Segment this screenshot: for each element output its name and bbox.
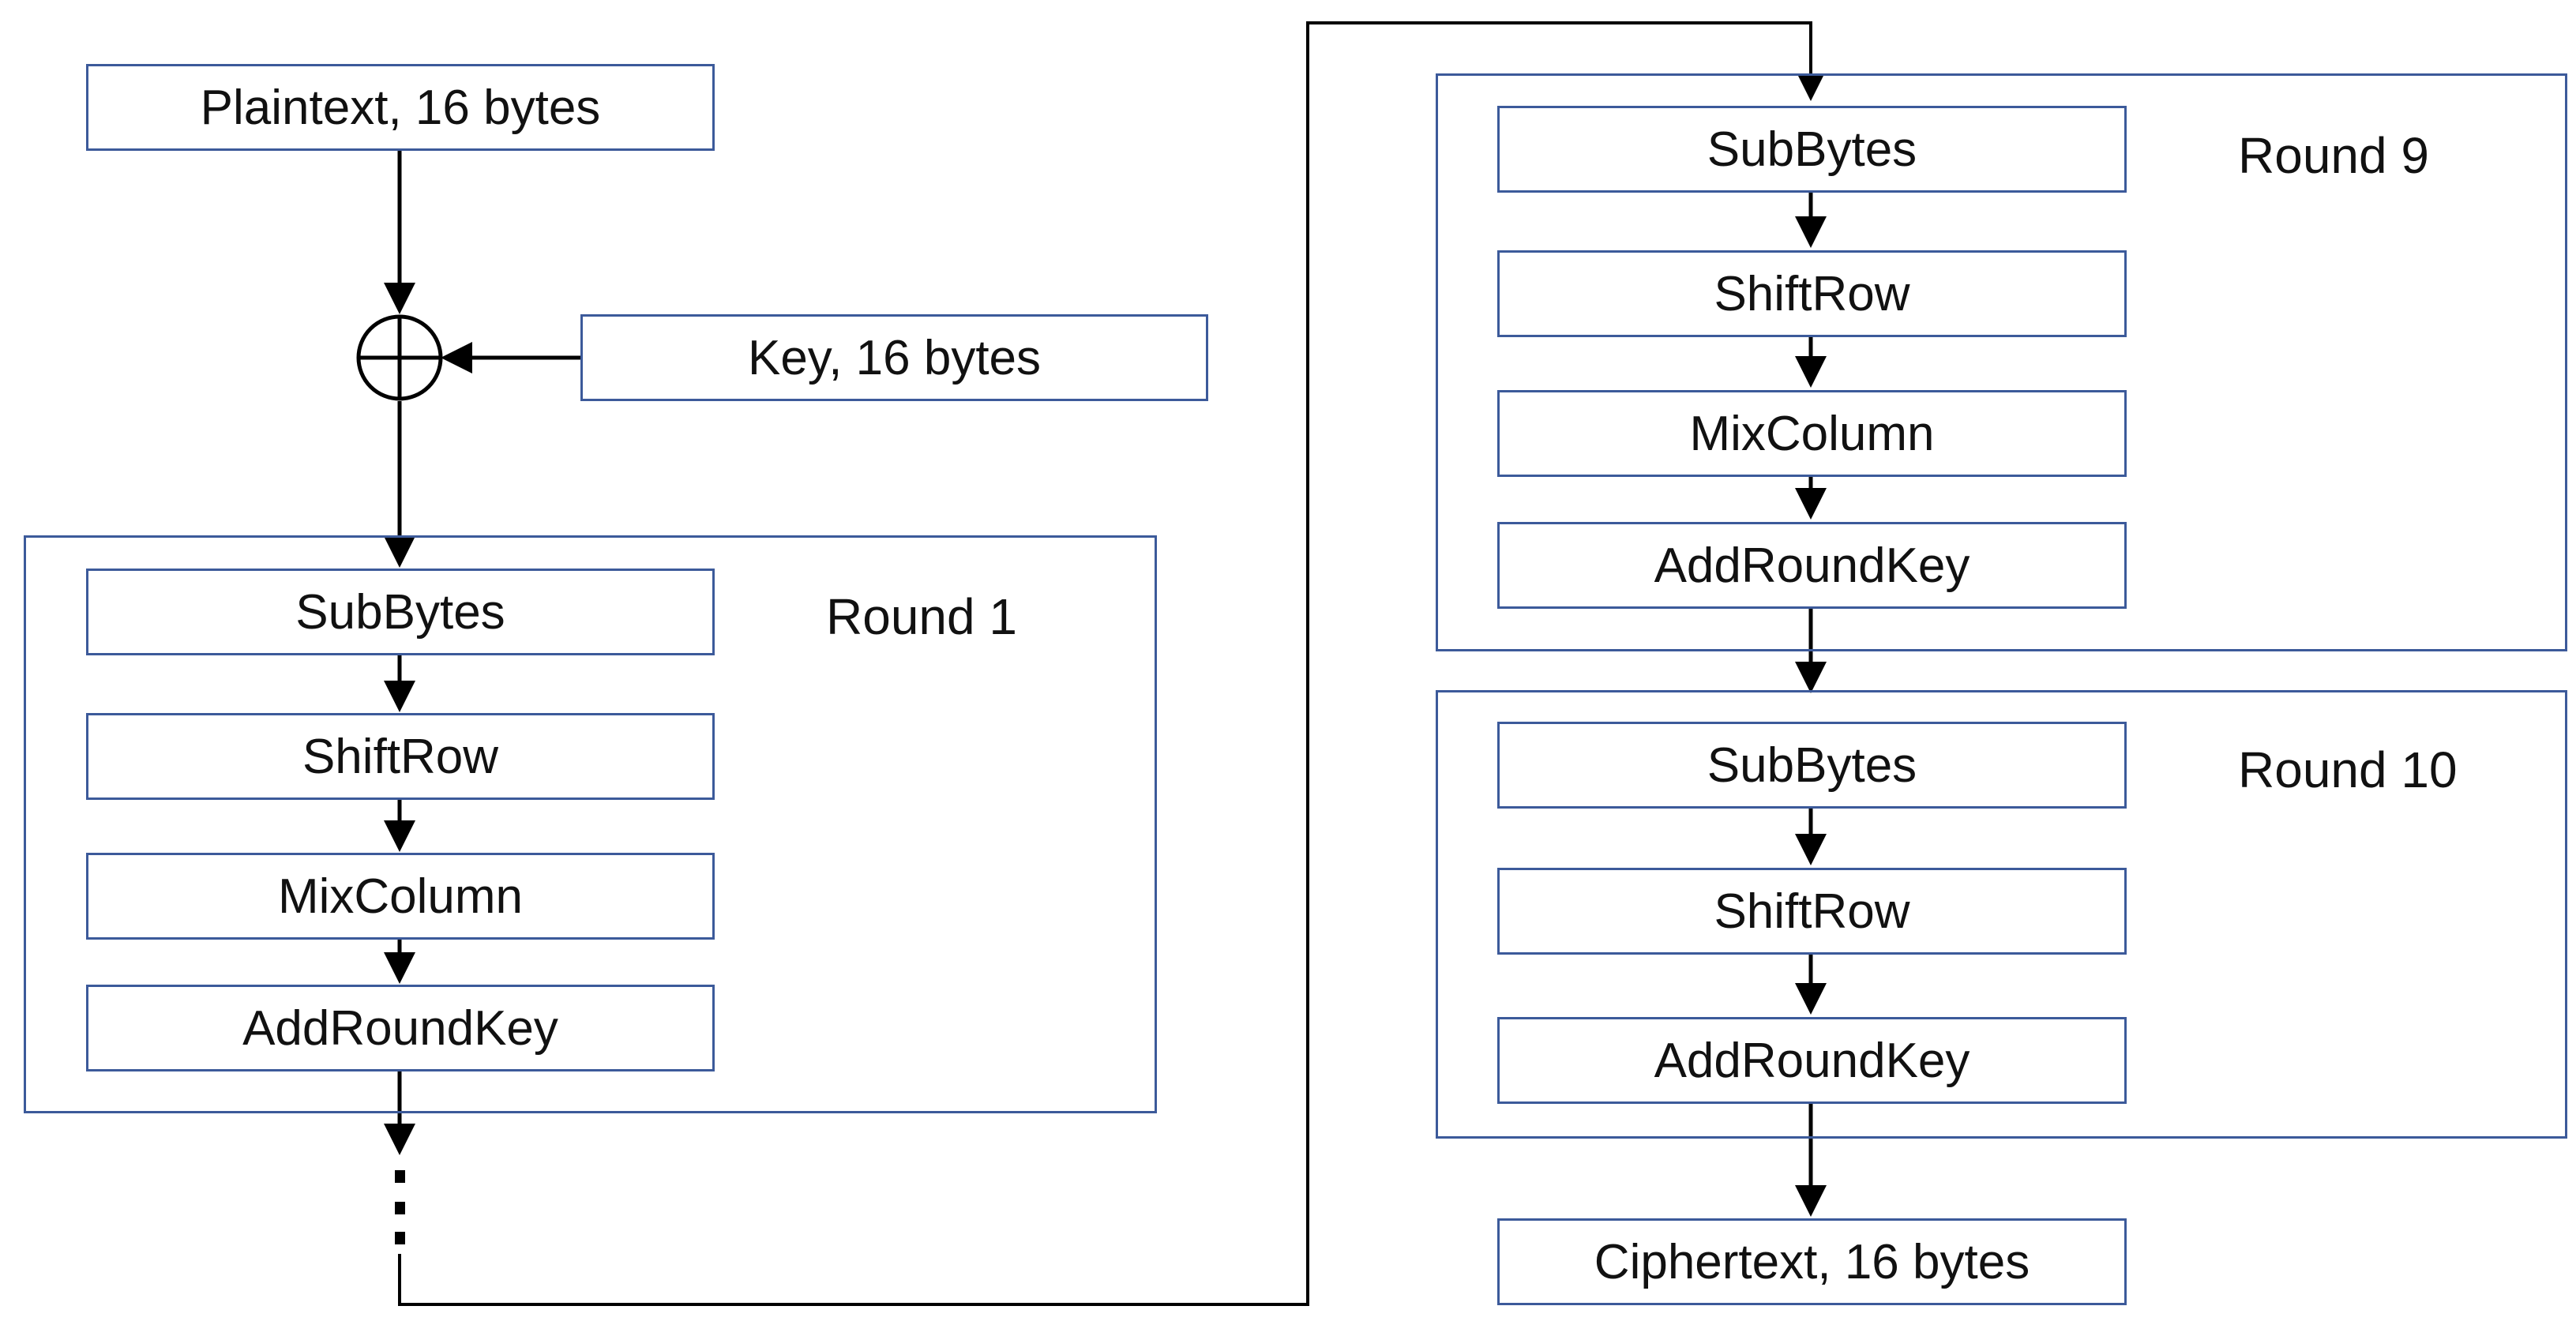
xor-icon (356, 314, 443, 401)
round1-step-addroundkey: AddRoundKey (86, 985, 715, 1071)
ciphertext-label: Ciphertext, 16 bytes (1594, 1234, 2030, 1289)
round9-frame (1436, 73, 2567, 651)
round1-label: Round 1 (826, 588, 1017, 645)
round10-step-addroundkey: AddRoundKey (1497, 1017, 2127, 1104)
loop-line-to-round9 (398, 21, 1823, 1306)
round10-step-shiftrow: ShiftRow (1497, 868, 2127, 955)
round1-step-mixcolumn: MixColumn (86, 853, 715, 940)
round1-step-subbytes: SubBytes (86, 569, 715, 655)
round10-frame (1436, 690, 2567, 1139)
round9-step-shiftrow: ShiftRow (1497, 250, 2127, 337)
key-box: Key, 16 bytes (580, 314, 1208, 401)
round10-step-subbytes: SubBytes (1497, 722, 2127, 809)
round1-frame (24, 535, 1157, 1113)
round9-label: Round 9 (2238, 127, 2429, 184)
round10-label: Round 10 (2238, 741, 2458, 798)
continuation-dots-icon (395, 1170, 405, 1244)
plaintext-label: Plaintext, 16 bytes (200, 80, 601, 135)
round9-step-mixcolumn: MixColumn (1497, 390, 2127, 477)
ciphertext-box: Ciphertext, 16 bytes (1497, 1218, 2127, 1305)
round9-step-addroundkey: AddRoundKey (1497, 522, 2127, 609)
round9-step-subbytes: SubBytes (1497, 106, 2127, 193)
round1-step-shiftrow: ShiftRow (86, 713, 715, 800)
key-label: Key, 16 bytes (747, 330, 1042, 385)
plaintext-box: Plaintext, 16 bytes (86, 64, 715, 151)
